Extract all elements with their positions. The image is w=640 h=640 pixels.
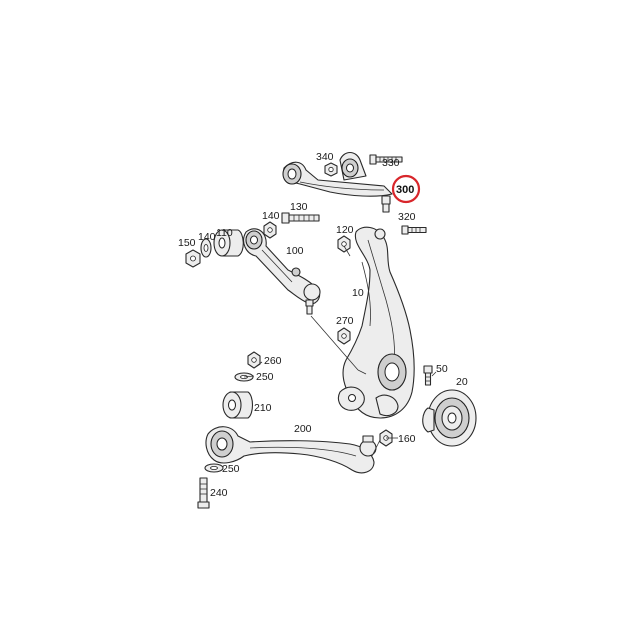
- bolt-330[interactable]: [369, 154, 403, 165]
- wheel-hub-20[interactable]: [422, 389, 477, 447]
- label-260: 260: [264, 355, 282, 367]
- nut-340[interactable]: [324, 162, 338, 177]
- nut-260[interactable]: [247, 351, 261, 369]
- label-270: 270: [336, 315, 354, 327]
- label-210: 210: [254, 402, 272, 414]
- label-20: 20: [456, 376, 468, 388]
- label-250-lower: 250: [222, 463, 240, 475]
- label-140-upper: 140: [262, 210, 280, 222]
- label-250-upper: 250: [256, 371, 274, 383]
- label-200: 200: [294, 423, 312, 435]
- bolt-320[interactable]: [401, 225, 427, 235]
- nut-140-upper[interactable]: [263, 221, 277, 239]
- label-100: 100: [286, 245, 304, 257]
- label-10: 10: [352, 287, 364, 299]
- bolt-240[interactable]: [197, 477, 210, 509]
- washer-140[interactable]: [200, 238, 212, 258]
- upper-control-arm-300[interactable]: [282, 151, 393, 213]
- nut-120[interactable]: [337, 235, 351, 253]
- label-340: 340: [316, 151, 334, 163]
- bolt-130[interactable]: [281, 212, 320, 224]
- label-140-lower: 140: [198, 231, 216, 243]
- label-300: 300: [396, 184, 414, 196]
- nut-270[interactable]: [337, 327, 351, 345]
- bolt-50[interactable]: [423, 365, 433, 386]
- highlight-circle: [391, 174, 421, 204]
- label-50: 50: [436, 363, 448, 375]
- label-320: 320: [398, 211, 416, 223]
- lower-control-arm-200[interactable]: [205, 426, 377, 474]
- label-130: 130: [290, 201, 308, 213]
- label-240: 240: [210, 487, 228, 499]
- label-120: 120: [336, 224, 354, 236]
- nut-150[interactable]: [185, 249, 201, 268]
- label-150: 150: [178, 237, 196, 249]
- label-110: 110: [216, 227, 233, 239]
- leader-lines: [243, 245, 437, 457]
- bushing-210[interactable]: [222, 391, 254, 419]
- bushing-110[interactable]: [213, 229, 244, 257]
- steering-knuckle-10[interactable]: [337, 226, 415, 419]
- label-330: 330: [382, 157, 400, 169]
- label-160: 160: [398, 433, 416, 445]
- strut-arm-100[interactable]: [243, 228, 321, 315]
- washer-250-lower[interactable]: [204, 463, 224, 473]
